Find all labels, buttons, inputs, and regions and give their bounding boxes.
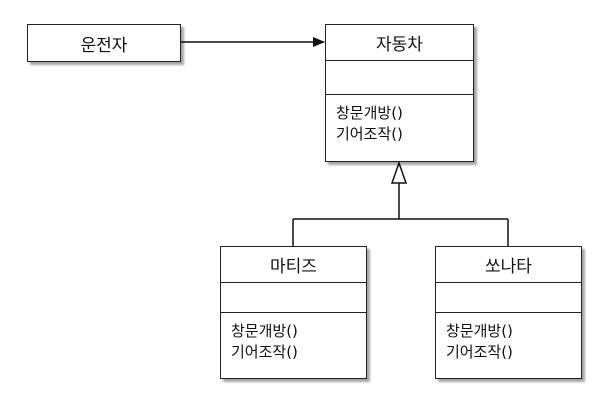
class-driver: 운전자 [27,24,181,62]
class-sonata-operations: 창문개방() 기어조작() [436,313,581,363]
class-driver-name: 운전자 [80,35,128,56]
class-sonata-attributes [436,283,581,313]
inheritance-connector [292,160,509,246]
class-car-attributes [326,61,473,95]
class-matiz-operations: 창문개방() 기어조작() [221,313,366,363]
operation-open-window: 창문개방() [446,322,513,340]
operation-open-window: 창문개방() [336,104,403,122]
operation-open-window: 창문개방() [231,322,298,340]
class-car-name: 자동차 [326,25,473,61]
operation-shift-gear: 기어조작() [336,125,403,143]
operation-shift-gear: 기어조작() [446,343,513,361]
class-sonata: 쏘나타 창문개방() 기어조작() [435,246,582,379]
class-car-operations: 창문개방() 기어조작() [326,95,473,145]
class-matiz: 마티즈 창문개방() 기어조작() [220,246,367,379]
class-matiz-name: 마티즈 [221,247,366,283]
generalization-triangle-icon [390,160,408,184]
class-car: 자동차 창문개방() 기어조작() [325,24,474,162]
class-sonata-name: 쏘나타 [436,247,581,283]
class-matiz-attributes [221,283,366,313]
operation-shift-gear: 기어조작() [231,343,298,361]
